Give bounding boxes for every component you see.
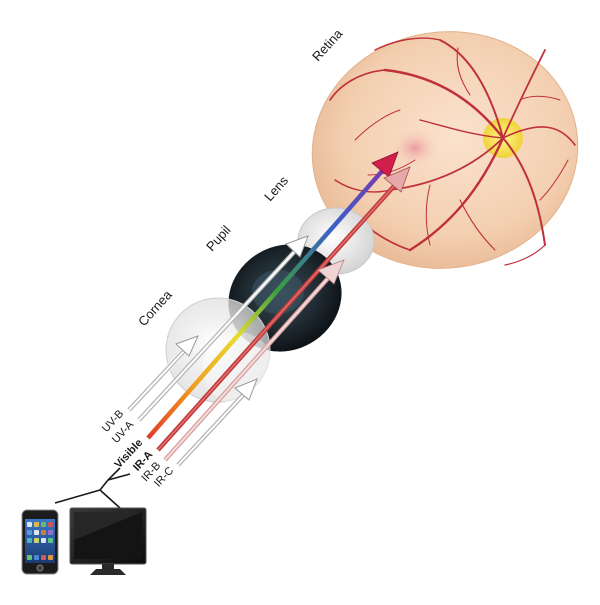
retinal-vessels xyxy=(329,37,576,266)
ray-ir-c xyxy=(176,378,258,467)
ray-visible xyxy=(146,151,399,440)
label-retina: Retina xyxy=(309,25,346,64)
label-cornea: Cornea xyxy=(135,287,175,329)
ray-uv-b xyxy=(126,335,199,413)
ray-ir-b xyxy=(163,259,345,462)
ray-uv-a xyxy=(137,235,309,422)
source-bracket xyxy=(54,467,131,509)
cornea xyxy=(165,297,274,404)
light-rays xyxy=(126,151,411,467)
ray-ir-a xyxy=(156,166,411,452)
macula xyxy=(391,128,439,168)
smartphone-icon xyxy=(21,509,59,575)
label-pupil: Pupil xyxy=(203,222,234,254)
label-lens: Lens xyxy=(261,173,291,204)
monitor-icon xyxy=(69,507,147,575)
retina xyxy=(311,31,579,269)
